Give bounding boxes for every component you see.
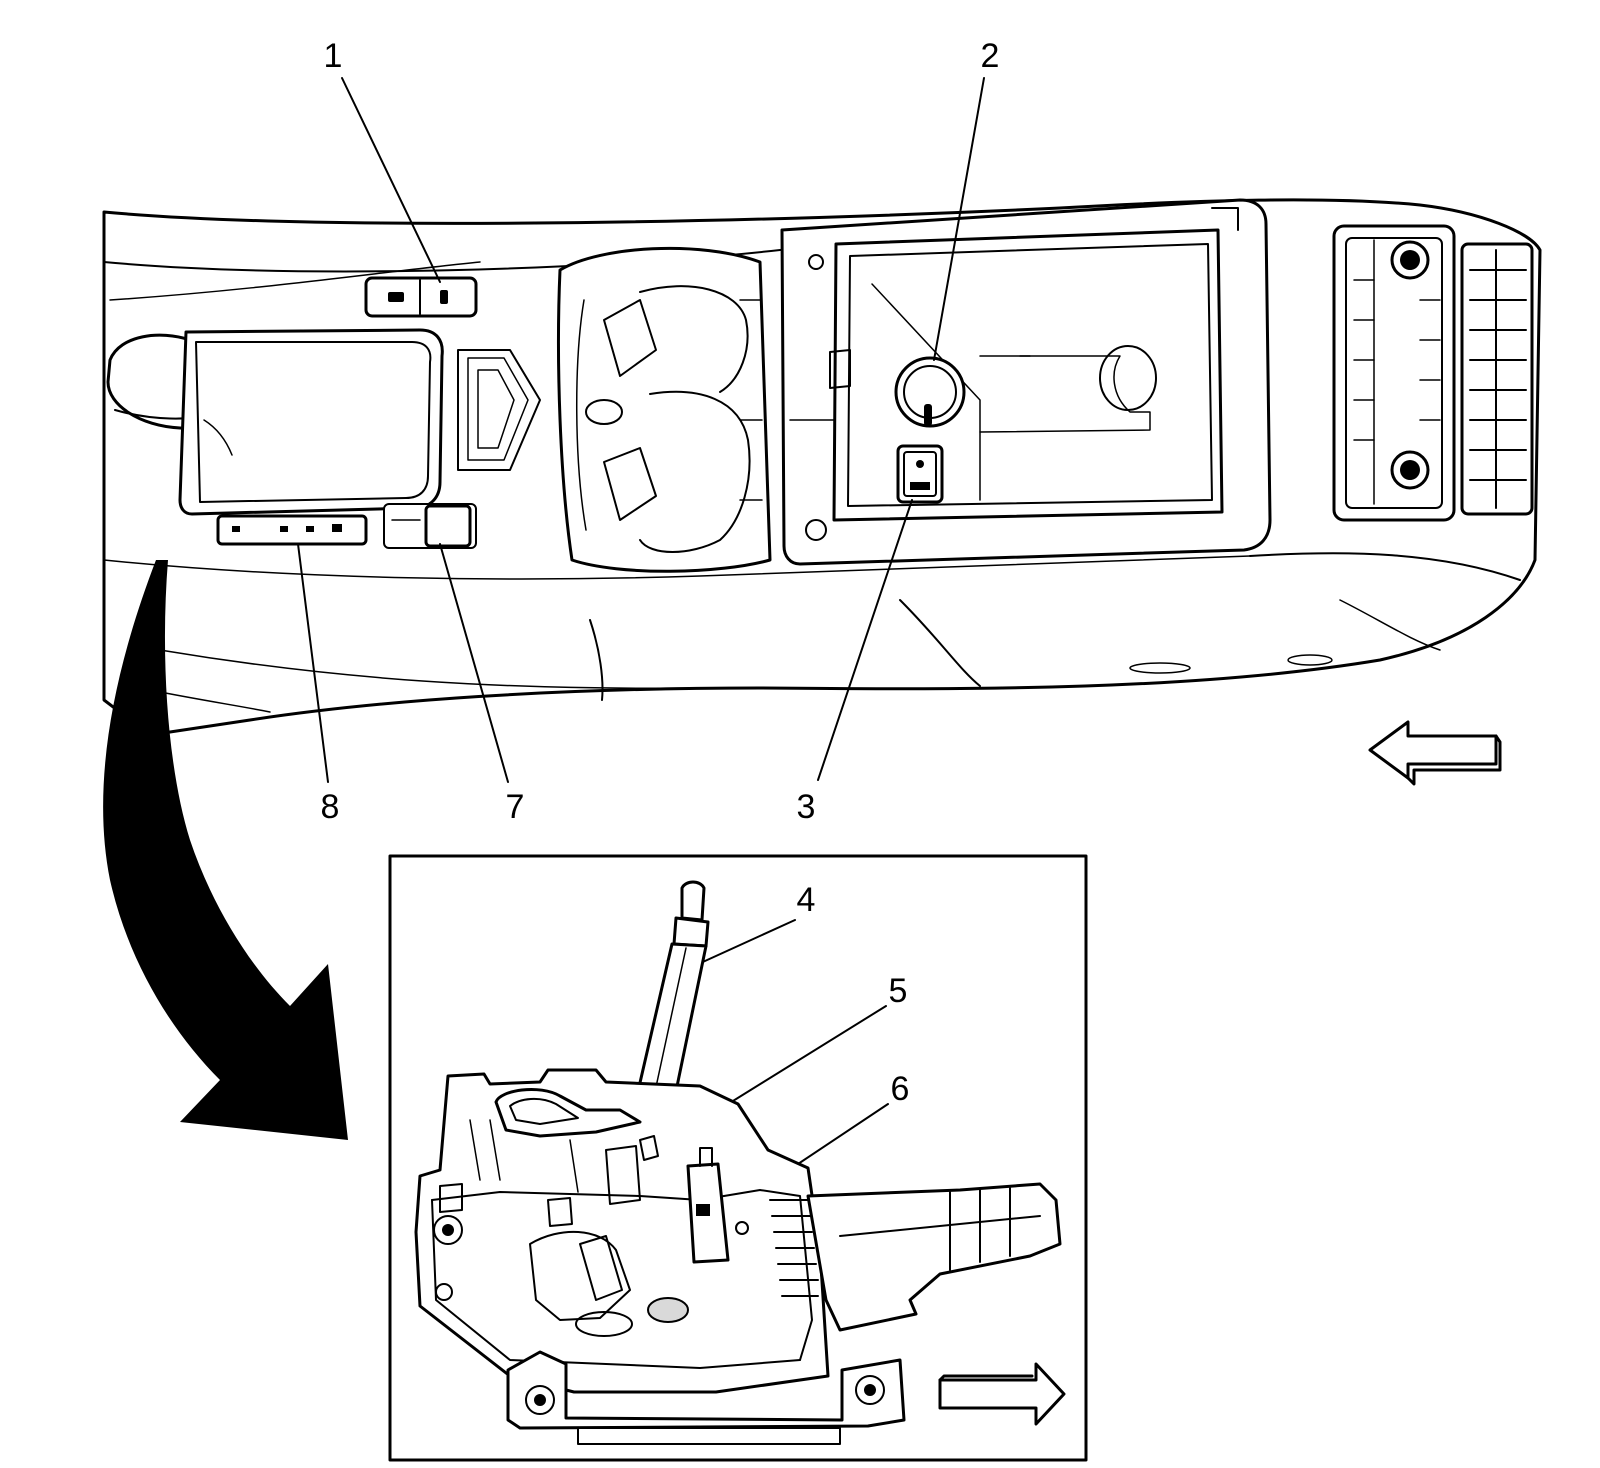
power-outlet-2 — [894, 356, 966, 428]
shifter-bezel — [178, 328, 541, 516]
mounting-bracket — [806, 1182, 1062, 1332]
leader-lines — [297, 77, 985, 1221]
mode-button-strip-8 — [216, 514, 368, 546]
shifter-housing — [414, 1068, 830, 1394]
forward-direction-arrow-icon — [938, 1362, 1066, 1426]
detail-view-arrow-icon — [103, 560, 349, 1140]
callout-5: 5 — [889, 972, 908, 1010]
callout-3: 3 — [797, 788, 816, 826]
callout-2: 2 — [981, 37, 1000, 75]
switch-pair-1 — [364, 276, 478, 318]
callout-8: 8 — [321, 788, 340, 826]
switch-7 — [383, 503, 477, 549]
callout-7: 7 — [506, 788, 525, 826]
callout-6: 6 — [891, 1070, 910, 1108]
rear-control-panel — [1332, 224, 1456, 522]
forward-direction-arrow-icon — [1368, 720, 1502, 786]
base-plate — [506, 1350, 906, 1445]
detail-inset — [388, 854, 1088, 1462]
callout-1: 1 — [324, 37, 343, 75]
storage-bin — [780, 198, 1272, 566]
connector-6 — [686, 1147, 730, 1264]
callout-4: 4 — [797, 881, 816, 919]
rear-air-vents — [1460, 242, 1534, 516]
aux-usb-port-3 — [896, 444, 944, 504]
callouts: 1 2 3 4 5 6 7 8 — [321, 37, 1000, 1108]
cup-holders — [557, 246, 772, 573]
center-console — [102, 198, 1542, 737]
